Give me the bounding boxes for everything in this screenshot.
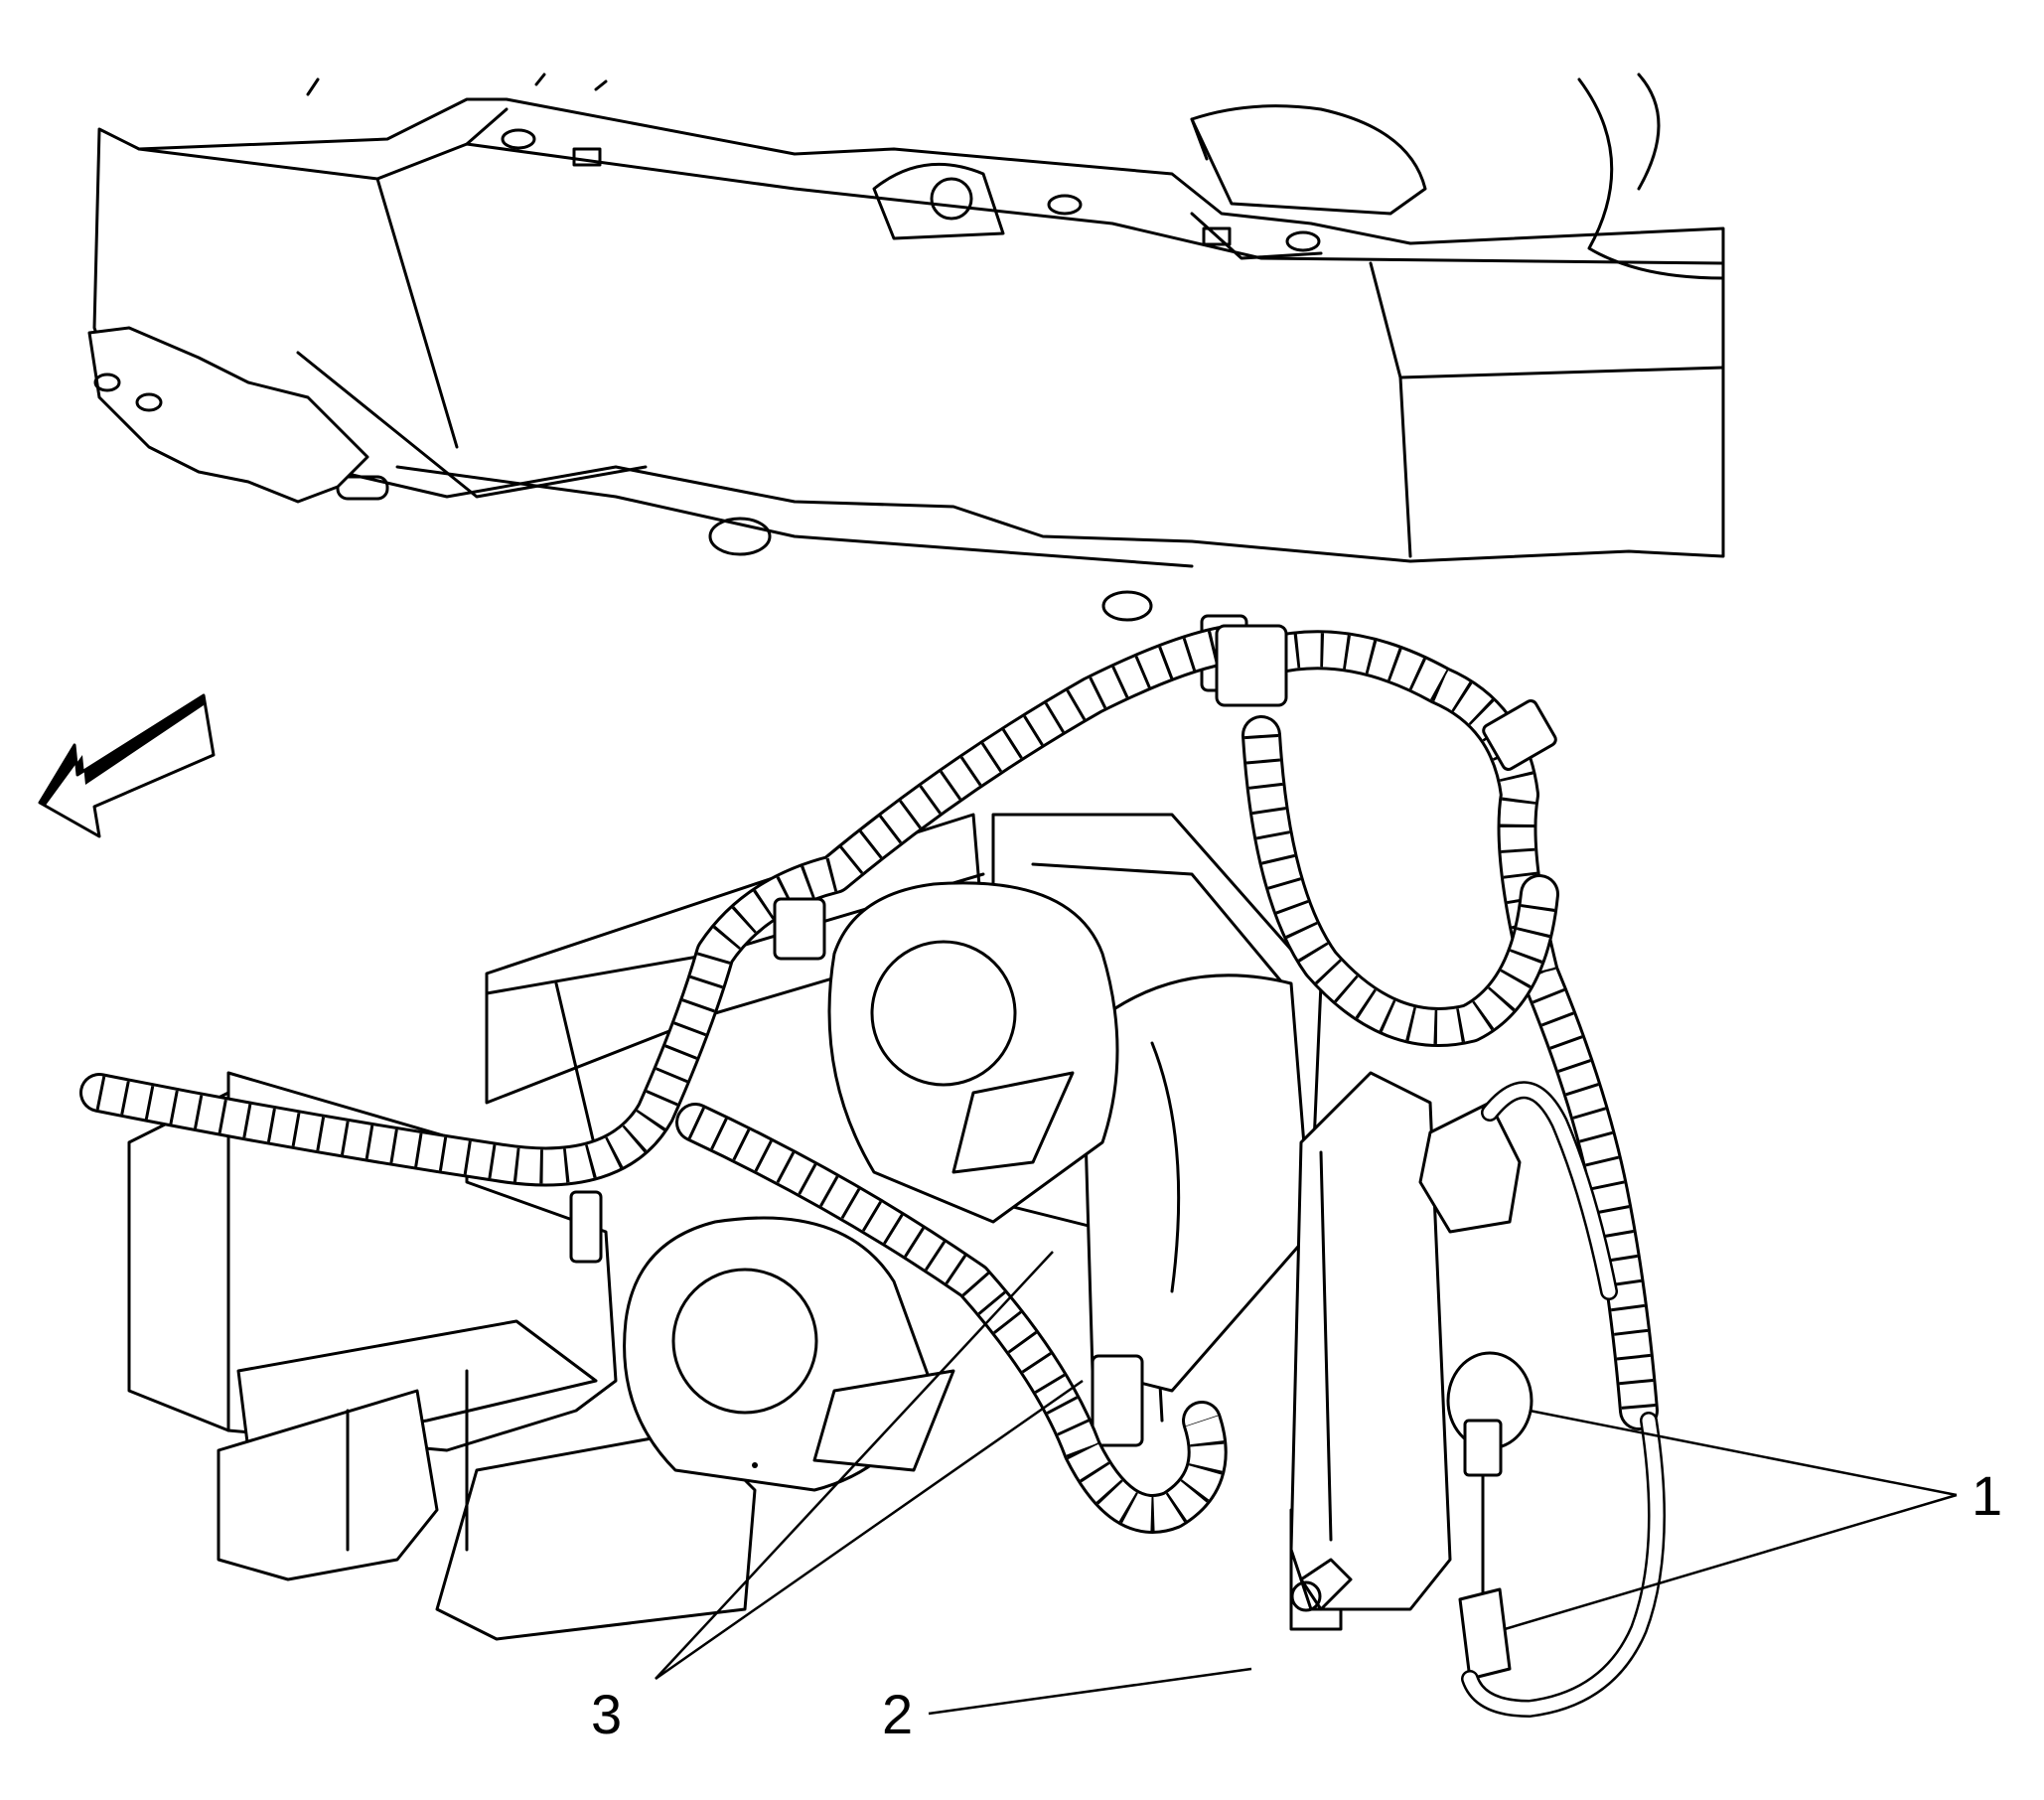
callout-1: 1 xyxy=(1971,1464,2002,1527)
wiring-harness xyxy=(79,626,1666,1718)
leader-lines xyxy=(655,1251,1958,1716)
harness-connectors xyxy=(569,624,1557,1264)
washer-reservoir xyxy=(1289,1071,1452,1612)
horn-lower xyxy=(623,1216,955,1492)
direction-arrow-icon xyxy=(38,693,216,838)
radiator-support xyxy=(92,73,1725,622)
callout-3: 3 xyxy=(591,1683,622,1745)
horn-upper xyxy=(827,881,1119,1224)
left-bracket xyxy=(87,326,369,504)
ambient-sensor xyxy=(1446,1351,1533,1681)
callout-2: 2 xyxy=(882,1683,913,1745)
